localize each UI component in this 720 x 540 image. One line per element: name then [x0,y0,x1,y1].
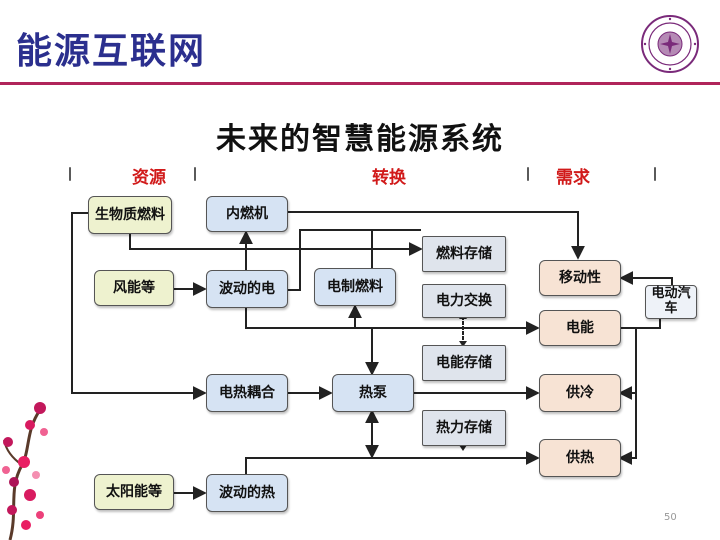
page-number: 50 [664,512,677,523]
node-electric-thermal-coupling: 电热耦合 [206,374,288,412]
node-heating: 供热 [539,439,621,477]
node-electricity: 电能 [539,310,621,346]
title-rule [0,82,720,85]
plum-blossom-decoration-icon [2,402,48,540]
node-electric-vehicle: 电动汽车 [645,285,697,319]
node-electricity-storage: 电能存储 [422,345,506,381]
node-fuel-storage: 燃料存储 [422,236,506,272]
node-biomass: 生物质燃料 [88,196,172,234]
diagram-title: 未来的智慧能源系统 [216,122,504,157]
node-solar: 太阳能等 [94,474,174,510]
node-wave-electricity: 波动的电 [206,270,288,308]
node-heat-pump: 热泵 [332,374,414,412]
slide-title: 能源互联网 [16,31,207,72]
node-wind: 风能等 [94,270,174,306]
column-label-conversion: 转换 [372,168,406,188]
node-wave-heat: 波动的热 [206,474,288,512]
node-mobility: 移动性 [539,260,621,296]
node-heat-storage: 热力存储 [422,410,506,446]
university-seal-icon [641,15,699,73]
node-power-exchange: 电力交换 [422,284,506,318]
column-label-demand: 需求 [556,168,590,188]
column-label-resources: 资源 [132,168,166,188]
node-cooling: 供冷 [539,374,621,412]
node-power-to-fuel: 电制燃料 [314,268,396,306]
node-ice: 内燃机 [206,196,288,232]
